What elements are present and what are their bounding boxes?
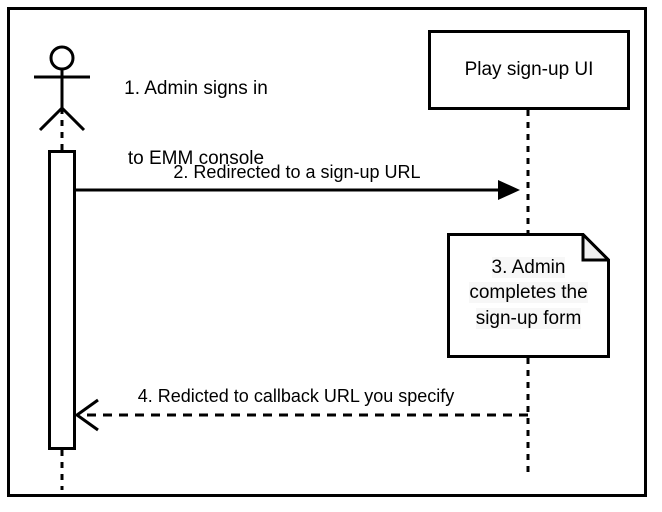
note-step-3-line-1: 3. Admin	[491, 257, 566, 278]
participant-label-play-signup-ui: Play sign-up UI	[464, 59, 594, 80]
note-step-3-line-3: sign-up form	[475, 307, 582, 329]
message-label-2: 2. Redirected to a sign-up URL	[173, 162, 421, 182]
note-step-3: 3. Admin completes the sign-up form	[447, 230, 613, 358]
participant-box-play-signup-ui[interactable]: Play sign-up UI	[428, 30, 630, 110]
annotation-step-1: 1. Admin signs in to EMM console	[92, 31, 300, 216]
note-step-3-line-2: completes the	[469, 282, 588, 304]
annotation-step-1-line-1: 1. Admin signs in	[124, 78, 268, 100]
activation-bar-admin	[48, 150, 76, 450]
note-step-3-text: 3. Admin completes the sign-up form	[447, 255, 610, 331]
diagram-frame-border	[7, 7, 647, 497]
message-label-4: 4. Redicted to callback URL you specify	[137, 386, 455, 406]
annotation-step-1-line-2: to EMM console	[127, 147, 265, 169]
